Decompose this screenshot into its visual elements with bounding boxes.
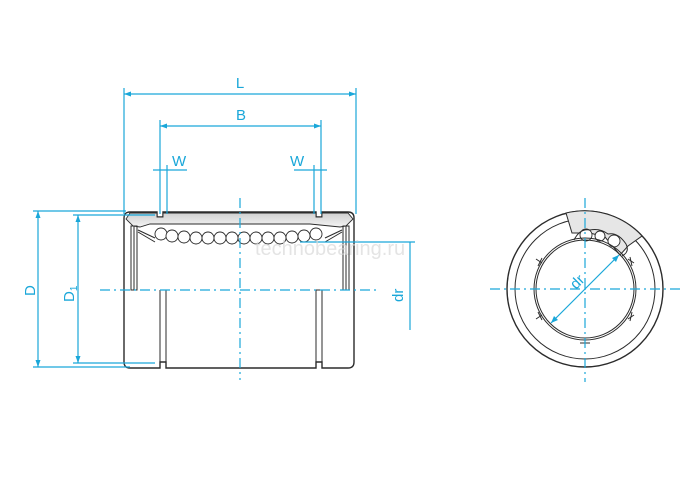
label-dr-side: dr bbox=[390, 289, 407, 302]
dimension-D: D bbox=[22, 210, 130, 368]
label-B: B bbox=[236, 107, 246, 124]
watermark: technobearing.ru bbox=[255, 238, 405, 260]
dimension-B: B bbox=[159, 107, 322, 214]
bearing-outer-shell bbox=[123, 211, 355, 369]
end-ball-3 bbox=[607, 234, 621, 248]
dimension-dr-side: dr bbox=[300, 241, 415, 330]
dimension-L: L bbox=[123, 75, 357, 214]
label-W-left: W bbox=[172, 153, 187, 170]
end-view: dr bbox=[490, 198, 680, 382]
dimension-W-left: W bbox=[153, 153, 187, 214]
label-D: D bbox=[22, 285, 39, 296]
side-view: L B W W D bbox=[22, 75, 415, 380]
label-W-right: W bbox=[290, 153, 305, 170]
dimension-W-right: W bbox=[290, 153, 327, 214]
dimension-D1: D1 bbox=[61, 214, 155, 364]
end-ball-2 bbox=[594, 230, 606, 242]
label-L: L bbox=[236, 75, 244, 92]
label-D1: D1 bbox=[61, 285, 80, 302]
ball-row bbox=[154, 227, 323, 245]
